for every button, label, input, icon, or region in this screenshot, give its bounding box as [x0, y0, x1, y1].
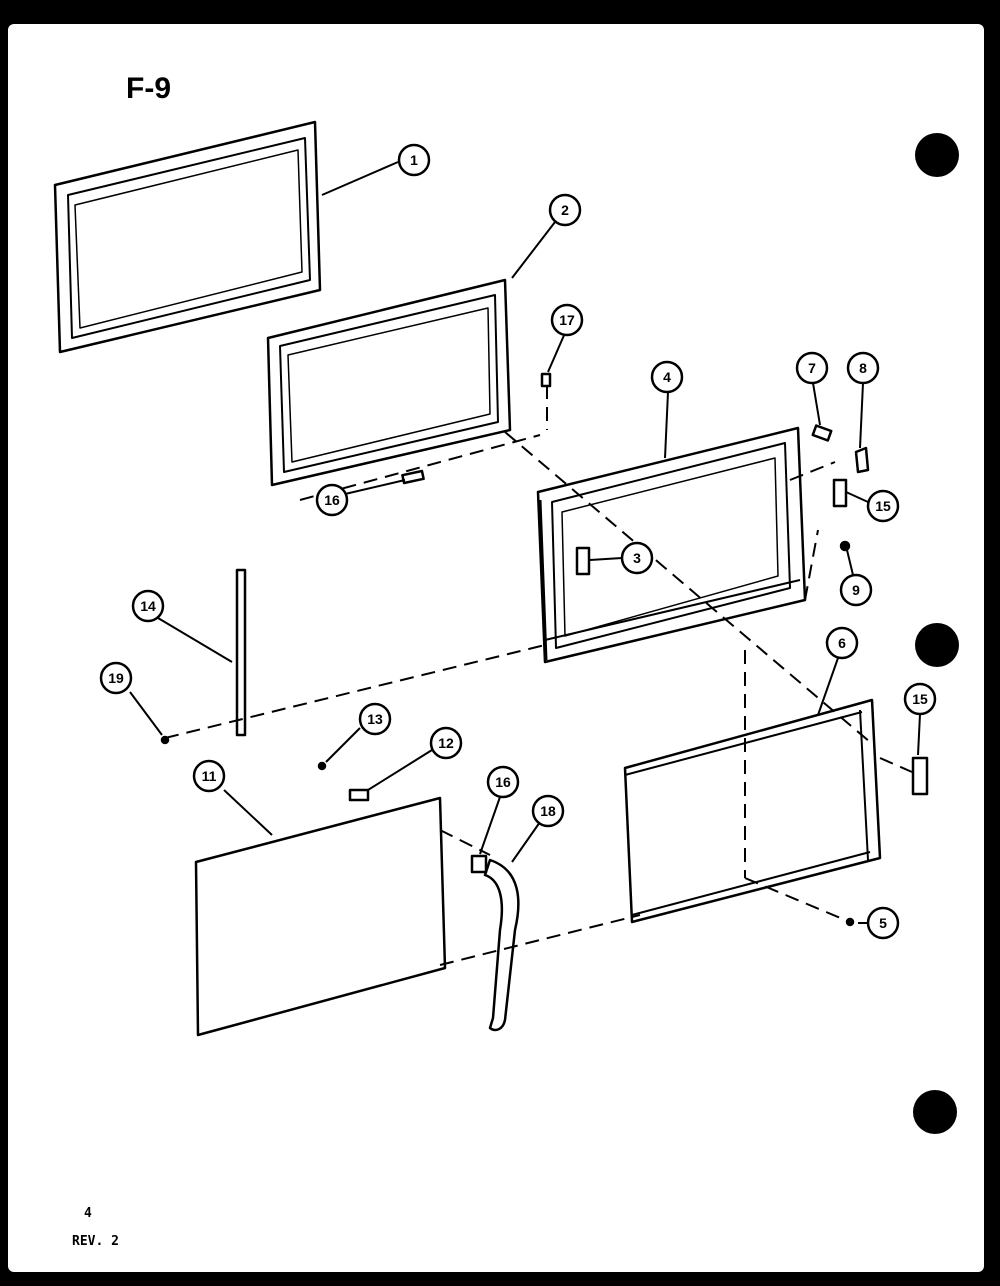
callout-label: 3 — [633, 550, 641, 566]
callout-label: 13 — [367, 711, 383, 727]
part-4-cabinet-frame — [536, 426, 807, 664]
callout-circles — [99, 143, 937, 940]
part-7-pin — [811, 424, 833, 442]
callout-label: 5 — [879, 915, 887, 931]
part-9-nut — [839, 540, 851, 552]
part-15-block-lower — [911, 756, 929, 796]
part-1-frame — [53, 120, 322, 354]
callout-label: 19 — [108, 670, 124, 686]
drawing-sheet — [8, 24, 984, 1272]
part-8-hinge — [854, 446, 870, 474]
callout-label: 15 — [912, 691, 928, 707]
leader-lines — [129, 161, 921, 924]
callout-label: 6 — [838, 635, 846, 651]
binder-holes — [913, 133, 959, 1134]
part-17-clip — [540, 372, 552, 388]
part-16-spring — [401, 469, 425, 485]
callout-label: 16 — [495, 774, 511, 790]
callout-labels: 1 2 17 4 7 8 16 15 3 9 14 19 13 12 11 16… — [108, 152, 928, 931]
callout-label: 15 — [875, 498, 891, 514]
part-14-strip — [235, 568, 247, 737]
callout-label: 7 — [808, 360, 816, 376]
part-16-connector — [470, 854, 488, 874]
callout-label: 9 — [852, 582, 860, 598]
callout-label: 12 — [438, 735, 454, 751]
callout-label: 11 — [202, 768, 217, 784]
part-15-block — [832, 478, 848, 508]
callout-label: 14 — [140, 598, 156, 614]
binder-hole — [913, 1090, 957, 1134]
assembly-lines — [164, 385, 913, 966]
page-number: 4 — [84, 1206, 92, 1221]
callout-label: 18 — [540, 803, 556, 819]
part-18-handle — [483, 858, 520, 1032]
callout-label: 8 — [859, 360, 867, 376]
part-12-latch — [348, 788, 370, 802]
callout-label: 4 — [663, 369, 671, 385]
callout-label: 2 — [561, 202, 569, 218]
part-13-screw — [317, 761, 327, 771]
callout-label: 17 — [559, 312, 575, 328]
callout-label: 16 — [324, 492, 340, 508]
part-3-block — [575, 546, 591, 576]
binder-hole — [915, 623, 959, 667]
figure-title: F-9 — [126, 72, 171, 105]
callout-label: 1 — [410, 152, 418, 168]
part-6-rail-frame — [623, 698, 882, 924]
revision-label: REV. 2 — [72, 1234, 119, 1249]
part-11-door-panel — [194, 796, 447, 1037]
binder-hole — [915, 133, 959, 177]
part-2-frame — [266, 278, 512, 487]
